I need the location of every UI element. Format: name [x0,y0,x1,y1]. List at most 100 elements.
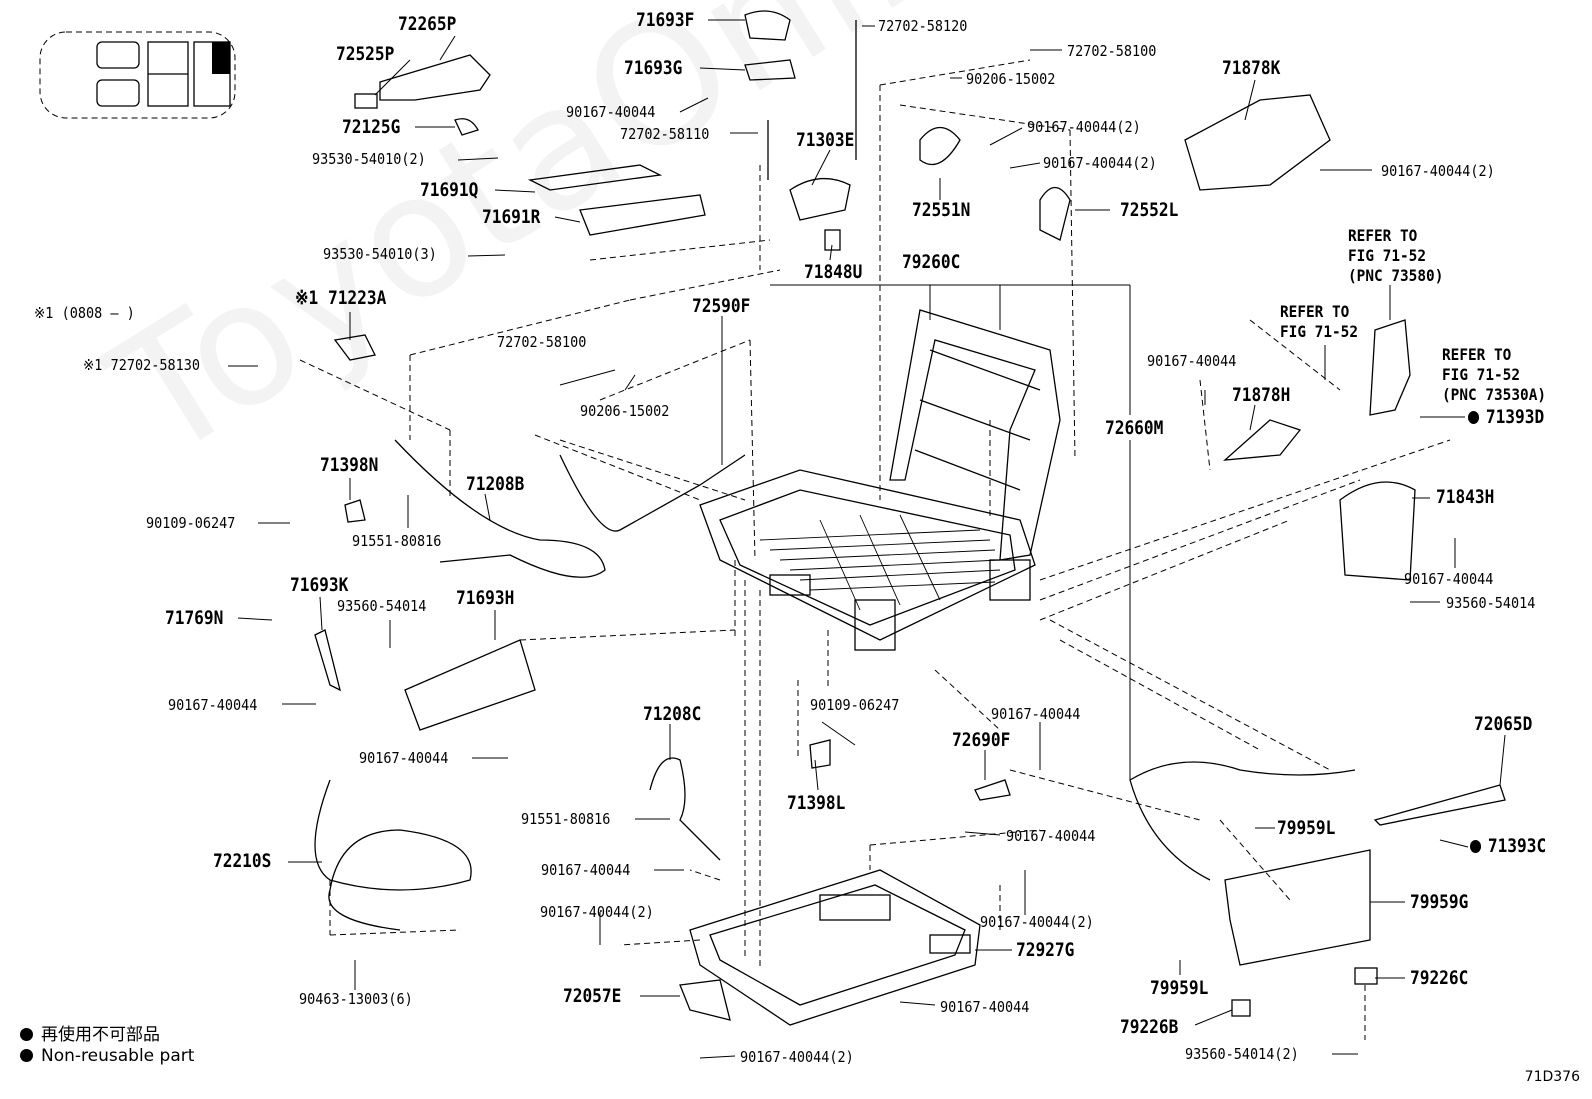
callout-71208C[interactable]: 71208C [643,703,702,725]
callout-90167-40044-c[interactable]: 90167-40044 [1404,570,1494,588]
callout-72590F[interactable]: 72590F [692,295,751,317]
callout-72125G[interactable]: 72125G [342,116,401,138]
refer-line: FIG 71-52 [1442,365,1521,384]
refer-note-fig-71-52: REFER TO FIG 71-52 [1280,302,1358,342]
refer-line: FIG 71-52 [1348,246,1427,265]
leader-lines [228,19,1506,1059]
non-reusable-dot-icon [1468,411,1480,424]
callout-90167-40044-2d[interactable]: 90167-40044(2) [540,903,654,921]
callout-90167-40044-g[interactable]: 90167-40044 [1006,827,1096,845]
refer-line: REFER TO [1442,345,1512,364]
left-parts-and-cables [314,334,1356,1021]
refer-note-pnc-73530a: REFER TO FIG 71-52 (PNC 73530A) [1442,345,1546,405]
callout-71691R[interactable]: 71691R [482,206,541,228]
callout-79260C[interactable]: 79260C [902,251,961,273]
refer-line: (PNC 73530A) [1442,385,1547,404]
non-reusable-dot-icon [1470,840,1482,853]
callout-72551N[interactable]: 72551N [912,199,971,221]
callout-90167-40044-2e[interactable]: 90167-40044(2) [980,913,1094,931]
callout-90167-40044-i[interactable]: 90167-40044 [940,998,1030,1016]
callout-71208B[interactable]: 71208B [466,473,525,495]
upper-left-parts [354,10,857,251]
legend-en: Non-reusable part [20,1046,194,1066]
callout-90167-40044-2a[interactable]: 90167-40044(2) [1027,118,1141,136]
callout-79226C[interactable]: 79226C [1410,967,1469,989]
callout-90167-40044-f[interactable]: 90167-40044 [991,705,1081,723]
under-tray-72927G [689,869,981,1026]
legend-jp: 再使用不可部品 [20,1020,160,1045]
callout-91551-80816-b[interactable]: 91551-80816 [521,810,611,828]
callout-71878H[interactable]: 71878H [1232,384,1291,406]
callout-72702-58120[interactable]: 72702-58120 [878,17,968,35]
callout-71878K[interactable]: 71878K [1222,57,1281,79]
callout-71393D-text: 71393D [1485,406,1545,428]
callout-72057E[interactable]: 72057E [563,985,622,1007]
callout-71393C-text: 71393C [1487,835,1547,857]
callout-90109-06247-a[interactable]: 90109-06247 [146,514,236,532]
callout-90167-40044-a[interactable]: 90167-40044 [566,103,656,121]
callout-71769N[interactable]: 71769N [165,607,224,629]
legend-en-text: Non-reusable part [41,1046,195,1066]
seat-frame-assembly [699,309,1061,651]
refer-line: REFER TO [1348,226,1418,245]
callout-71393C[interactable]: 71393C [1470,836,1546,856]
callout-79959L-b[interactable]: 79959L [1150,977,1209,999]
callout-90206-15002-a[interactable]: 90206-15002 [966,70,1056,88]
callout-71693H[interactable]: 71693H [456,587,515,609]
callout-71691Q[interactable]: 71691Q [420,179,479,201]
callout-72690F[interactable]: 72690F [952,729,1011,751]
callout-71693K[interactable]: 71693K [290,574,349,596]
callout-93530-54010-2[interactable]: 93530-54010(2) [312,150,426,168]
callout-90167-40044-2c[interactable]: 90167-40044(2) [1381,162,1495,180]
callout-72525P[interactable]: 72525P [336,43,395,65]
callout-71393D[interactable]: 71393D [1468,407,1544,427]
non-reusable-dot-icon [20,1028,33,1041]
refer-line: FIG 71-52 [1280,322,1359,341]
callout-71223A[interactable]: ※1 71223A [295,287,387,309]
sheet-id: 71D376 [1524,1069,1580,1085]
legend-jp-text: 再使用不可部品 [41,1025,160,1045]
refer-line: REFER TO [1280,302,1350,321]
callout-79959G[interactable]: 79959G [1410,891,1469,913]
callout-71693F[interactable]: 71693F [636,9,695,31]
callout-71848U[interactable]: 71848U [804,261,863,283]
non-reusable-dot-icon [20,1049,33,1062]
dashed-assembly-lines [299,59,1451,1040]
callout-90167-40044-h[interactable]: 90167-40044 [541,861,631,879]
serial-range-note: ※1 (0808 – ) [34,304,135,322]
callout-90167-40044-2b[interactable]: 90167-40044(2) [1043,154,1157,172]
callout-72702-58100-b[interactable]: 72702-58100 [497,333,587,351]
callout-72702-58100-a[interactable]: 72702-58100 [1067,42,1157,60]
callout-72702-58110[interactable]: 72702-58110 [620,125,710,143]
seat-locator-thumbnail [39,31,236,119]
callout-79959L-a[interactable]: 79959L [1277,817,1336,839]
callout-79226B[interactable]: 79226B [1120,1016,1179,1038]
callout-90206-15002-b[interactable]: 90206-15002 [580,402,670,420]
callout-72660M[interactable]: 72660M [1105,417,1164,439]
upper-right-parts [919,94,1506,1017]
callout-71303E[interactable]: 71303E [796,129,855,151]
callout-71693G[interactable]: 71693G [624,57,683,79]
callout-90167-40044-d[interactable]: 90167-40044 [168,696,258,714]
callout-90167-40044-b[interactable]: 90167-40044 [1147,352,1237,370]
callout-90109-06247-b[interactable]: 90109-06247 [810,696,900,714]
callout-72927G[interactable]: 72927G [1016,939,1075,961]
callout-90167-40044-2f[interactable]: 90167-40044(2) [740,1048,854,1066]
callout-72702-58130[interactable]: ※1 72702-58130 [83,356,200,374]
callout-71398N[interactable]: 71398N [320,454,379,476]
callout-93560-54014-b[interactable]: 93560-54014 [337,597,427,615]
callout-93560-54014-a[interactable]: 93560-54014 [1446,594,1536,612]
callout-72552L[interactable]: 72552L [1120,199,1179,221]
callout-90463-13003-6[interactable]: 90463-13003(6) [299,990,413,1008]
callout-72210S[interactable]: 72210S [213,850,272,872]
callout-91551-80816-a[interactable]: 91551-80816 [352,532,442,550]
callout-72065D[interactable]: 72065D [1474,713,1533,735]
callout-90167-40044-e[interactable]: 90167-40044 [359,749,449,767]
callout-71398L[interactable]: 71398L [787,792,846,814]
callout-72265P[interactable]: 72265P [398,13,457,35]
callout-71843H[interactable]: 71843H [1436,486,1495,508]
callout-93530-54010-3[interactable]: 93530-54010(3) [323,245,437,263]
refer-note-pnc-73580: REFER TO FIG 71-52 (PNC 73580) [1348,226,1443,286]
callout-93560-54014-2[interactable]: 93560-54014(2) [1185,1045,1299,1063]
